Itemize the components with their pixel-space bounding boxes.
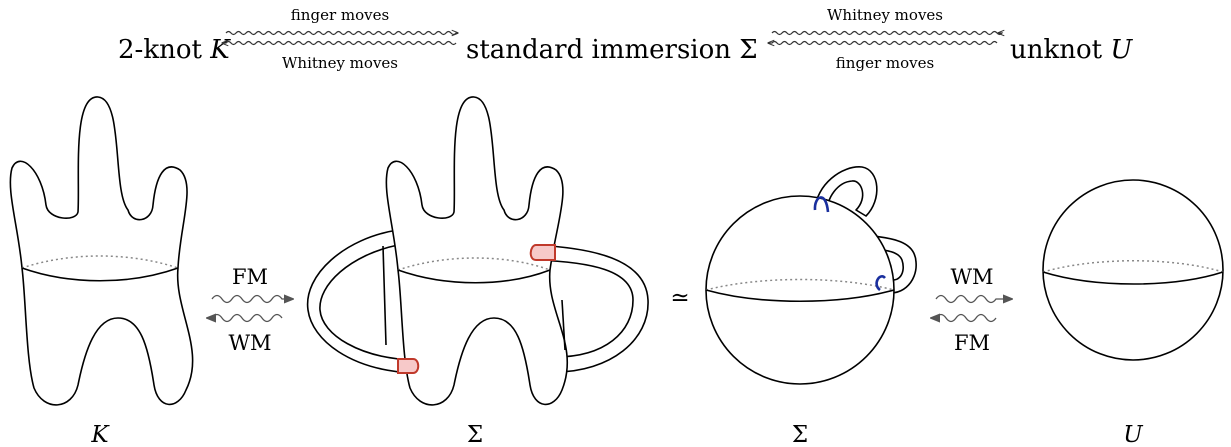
top-right-wavy-left-arrow — [768, 42, 998, 45]
sigma-surface-outline — [385, 96, 568, 406]
unknot-circle — [1042, 179, 1224, 361]
arrow1-top-label: FM — [232, 265, 268, 289]
unknot-equator-back — [1042, 260, 1224, 273]
top-left-wavy-right-arrow — [225, 32, 458, 35]
top-right-wavy-right-arrow — [771, 32, 1002, 35]
arrow2-left-wavy — [931, 315, 997, 322]
k-equator-back — [21, 255, 179, 269]
caption-sigma-2: Σ — [792, 422, 808, 447]
equivalence-symbol: ≃ — [670, 285, 689, 311]
upper-handle-loop — [814, 166, 878, 217]
top-middle-text: standard immersion Σ — [466, 35, 758, 65]
arrow-pair-wm-fm: WM FM — [931, 265, 1012, 355]
tube-slit-right — [561, 299, 566, 351]
unknot-equator-front — [1042, 271, 1224, 285]
arrow2-bottom-label: FM — [954, 331, 990, 355]
blue-loop-top — [813, 196, 830, 213]
figure-sigma-sphere — [705, 166, 917, 385]
tube-slit-left — [382, 245, 387, 346]
red-patch-bottom — [397, 358, 420, 374]
top-left-under-label: Whitney moves — [282, 54, 398, 72]
top-end-symbol: U — [1110, 35, 1133, 65]
figure-knot-k — [9, 96, 194, 406]
sphere-equator-front — [705, 289, 895, 303]
caption-u: U — [1123, 422, 1144, 447]
arrow2-top-label: WM — [950, 265, 993, 289]
sigma-sphere-circle — [705, 195, 895, 385]
arrow1-bottom-label: WM — [228, 331, 271, 355]
red-patch-top — [529, 244, 556, 261]
top-right-under-label: finger moves — [836, 54, 934, 72]
top-end-text: unknot U — [1010, 35, 1133, 65]
arrow-pair-fm-wm: FM WM — [207, 265, 293, 355]
k-surface-outline — [9, 96, 194, 406]
top-left-over-label: finger moves — [291, 6, 389, 24]
top-right-over-label: Whitney moves — [827, 6, 943, 24]
arrow1-left-wavy — [207, 315, 283, 322]
top-row-equation: 2-knot K finger moves Whitney moves stan… — [118, 6, 1133, 72]
sphere-equator-back — [705, 278, 895, 291]
top-start-symbol: K — [209, 35, 231, 65]
caption-k: K — [90, 422, 110, 447]
blue-loop-right — [875, 275, 886, 292]
arrow1-right-wavy — [211, 296, 293, 303]
sigma-equator-front — [397, 269, 551, 284]
arrow2-right-wavy — [935, 296, 1012, 303]
caption-sigma-1: Σ — [467, 422, 483, 447]
figure-unknot-u — [1042, 179, 1224, 361]
top-start-text: 2-knot K — [118, 35, 231, 65]
figure-immersion-sigma — [306, 96, 649, 406]
k-equator-front — [21, 267, 179, 282]
top-left-wavy-left-arrow — [222, 42, 457, 45]
